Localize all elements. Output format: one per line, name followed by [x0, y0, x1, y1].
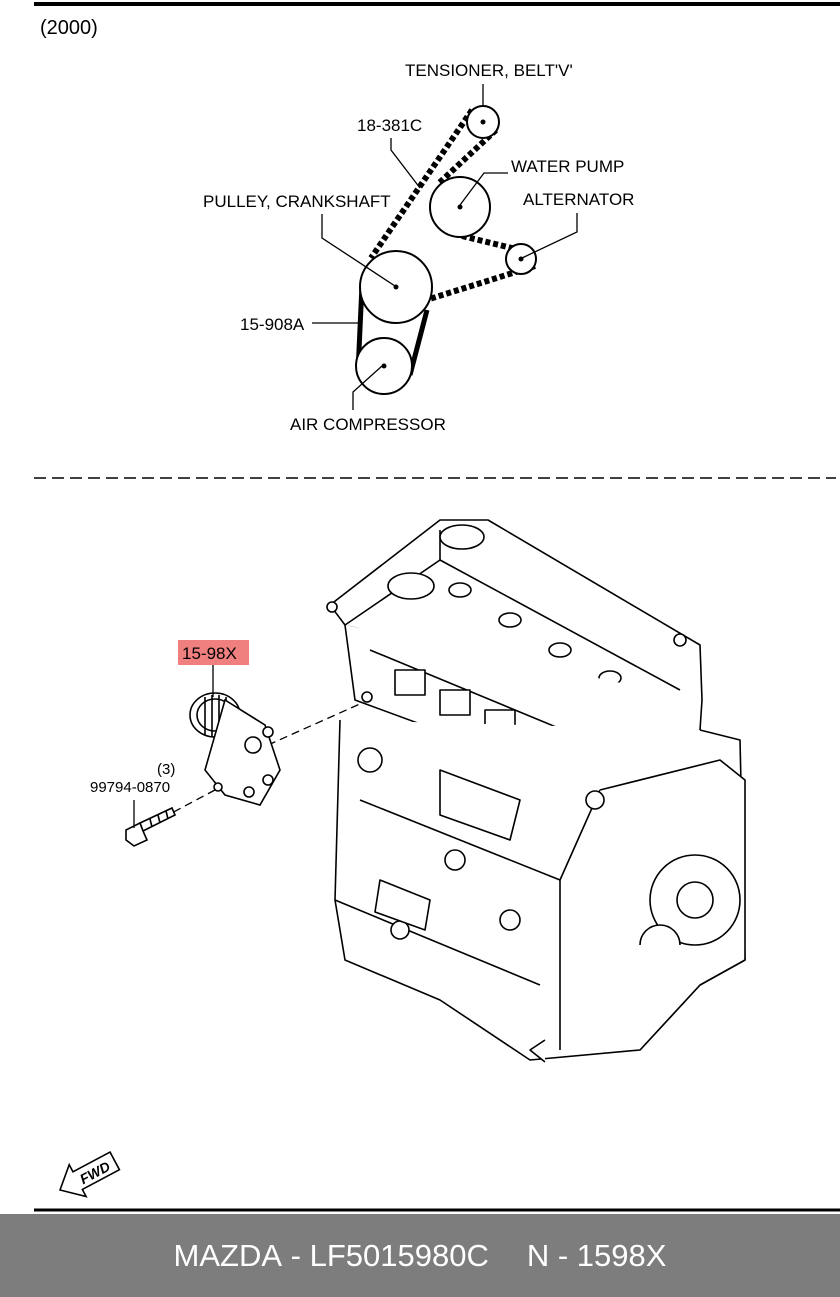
air-compressor-part	[189, 692, 281, 806]
part-number: LF5015980C	[309, 1237, 489, 1273]
highlighted-part-label[interactable]: 15-98X	[182, 644, 237, 663]
diagram-code: N - 1598X	[526, 1237, 667, 1273]
part-info-footer: MAZDA - LF5015980C N - 1598X	[0, 1214, 840, 1297]
highlighted-part-badge	[178, 640, 249, 665]
pulley-crankshaft	[359, 250, 433, 324]
alternator-label: ALTERNATOR	[523, 190, 634, 209]
bolt-part-label[interactable]: 99794-0870	[90, 779, 170, 796]
bolt-99794-0870	[125, 806, 177, 847]
bolt-quantity-label: (3)	[157, 761, 175, 778]
pulley-water-pump	[429, 176, 491, 238]
pulley-alternator	[505, 243, 537, 275]
mounting-guide-lines	[167, 702, 363, 816]
tensioner-label: TENSIONER, BELT'V'	[405, 61, 573, 80]
belt-18-381c-label: 18-381C	[357, 116, 422, 135]
variant-label: (2000)	[40, 17, 98, 39]
water-pump-label: WATER PUMP	[511, 157, 624, 176]
belt-routing-diagram: TENSIONER, BELT'V' 18-381C WATER PUMP PU…	[203, 61, 634, 434]
engine-illustration	[326, 519, 746, 1063]
air-compressor-label: AIR COMPRESSOR	[290, 415, 446, 434]
brand-name: MAZDA	[173, 1237, 283, 1273]
crankshaft-pulley-label: PULLEY, CRANKSHAFT	[203, 192, 391, 211]
fwd-arrow-icon: FWD	[58, 1150, 121, 1198]
footer-separator: -	[282, 1237, 310, 1273]
leader-lines	[312, 84, 578, 410]
belt-15-908a-label: 15-908A	[240, 315, 305, 334]
pulley-air-compressor	[355, 337, 413, 395]
pulley-tensioner	[466, 105, 500, 139]
